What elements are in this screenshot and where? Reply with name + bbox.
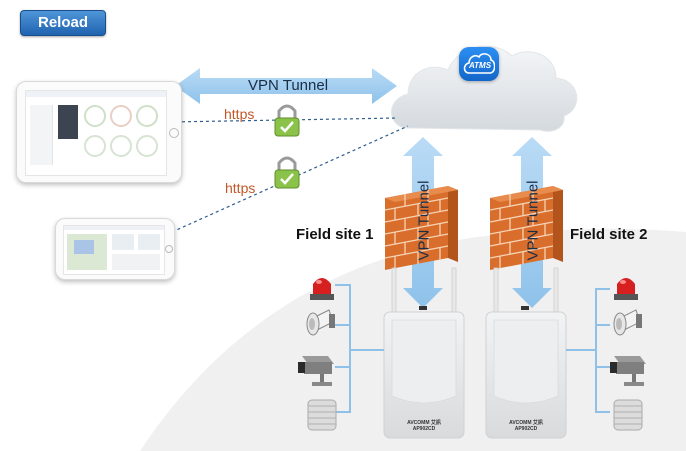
field-site-2-label: Field site 2 bbox=[570, 226, 648, 243]
vpn-tunnel-arrow-top bbox=[175, 68, 397, 104]
field-site-1-label: Field site 1 bbox=[296, 226, 374, 243]
device-links-site2 bbox=[566, 288, 610, 413]
router-icon-site2 bbox=[485, 267, 567, 439]
atms-label: ATMS bbox=[468, 61, 492, 70]
cloud-icon bbox=[391, 45, 578, 132]
vpn-tunnel-label-top: VPN Tunnel bbox=[248, 77, 329, 94]
camera-icon-site2 bbox=[610, 356, 646, 386]
alarm-light-icon-site2 bbox=[614, 278, 638, 300]
https-label-1: https bbox=[224, 106, 255, 122]
vpn-tunnel-label-site1: VPN Tunnel bbox=[415, 180, 433, 261]
router-model-1: AP902CD bbox=[412, 426, 436, 432]
megaphone-icon-site1 bbox=[306, 309, 335, 336]
router-label-2: AVCOMM 艾訊 bbox=[509, 420, 543, 426]
sensor-icon-site2 bbox=[613, 399, 643, 431]
alarm-light-icon-site1 bbox=[310, 278, 334, 300]
lock-icon-1 bbox=[274, 104, 300, 137]
dashboard-screen-1 bbox=[25, 90, 167, 176]
tablet-icon-1 bbox=[16, 81, 182, 183]
tablet-home-button-1 bbox=[169, 128, 179, 138]
camera-icon-site1 bbox=[298, 356, 334, 386]
cloud-glyph-icon bbox=[463, 53, 495, 74]
tablet-home-button-2 bbox=[165, 245, 173, 253]
device-links-site1 bbox=[335, 284, 384, 413]
reload-button[interactable]: Reload bbox=[20, 10, 106, 36]
sensor-icon-site1 bbox=[307, 399, 337, 431]
https-label-2: https bbox=[225, 180, 256, 196]
router-icon-site1 bbox=[383, 267, 465, 439]
firewall-icon-site1 bbox=[384, 186, 458, 270]
dashboard-screen-2 bbox=[63, 225, 165, 275]
megaphone-icon-site2 bbox=[613, 309, 642, 336]
router-model-2: AP902CD bbox=[514, 426, 538, 432]
atms-app-icon: ATMS bbox=[459, 47, 499, 81]
tablet-icon-2 bbox=[55, 218, 175, 280]
router-label-1: AVCOMM 艾訊 bbox=[407, 420, 441, 426]
https-link-2 bbox=[171, 125, 409, 233]
vpn-tunnel-label-site2: VPN Tunnel bbox=[524, 180, 542, 261]
lock-icon-2 bbox=[274, 156, 300, 189]
firewall-icon-site2 bbox=[489, 186, 563, 270]
